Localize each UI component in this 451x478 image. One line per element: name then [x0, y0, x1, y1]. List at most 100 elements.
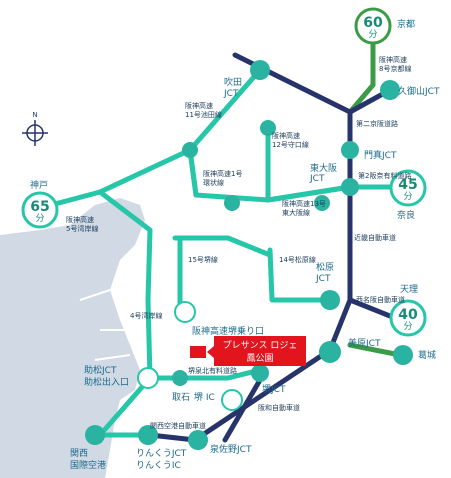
- label-kanku-road: 関西空港自動車道: [150, 421, 206, 430]
- label-kinki: 近畿自動車道: [354, 233, 396, 242]
- green-routes: [347, 35, 403, 358]
- label-wangan4: 4号湾岸線: [130, 311, 162, 320]
- node-kansai: [85, 425, 105, 445]
- label-nara: 奈良: [397, 209, 415, 221]
- label-sakai-line: 15号堺線: [188, 255, 218, 264]
- label-sakai-ic: 堺 IC: [194, 391, 215, 403]
- junction-nodes: [85, 60, 413, 450]
- node-toishi: [172, 370, 188, 386]
- label-kansai-1: 関西: [70, 448, 88, 459]
- route-wangan: [97, 189, 153, 438]
- node-kanjo-e: [314, 195, 330, 211]
- label-sakai-noriba: 阪神高速堺乗り口: [192, 325, 264, 337]
- label-wangan-1: 阪神高速: [66, 215, 94, 224]
- node-katsuragi: [393, 345, 413, 365]
- label-higashiosaka-jct-2: JCT: [309, 174, 325, 184]
- node-kanjo-w: [224, 195, 240, 211]
- label-kadoma: 門真JCT: [364, 149, 397, 161]
- node-matsubara: [320, 290, 340, 310]
- label-nishimeihan: 西名阪自動車道: [356, 295, 405, 304]
- label-sukematsu-2: 助松出入口: [84, 376, 129, 388]
- label-mihara: 美原JCT: [348, 337, 381, 349]
- label-second-hanna: 第2阪奈有料道路: [358, 171, 411, 180]
- node-sukematsu: [137, 367, 159, 389]
- sea-coast-detail: [79, 289, 131, 361]
- label-matsubara-2: JCT: [315, 274, 331, 284]
- label-suita-1: 吹田: [224, 76, 242, 88]
- node-higashiosaka: [341, 178, 359, 196]
- label-wangan-2: 5号湾岸線: [66, 224, 98, 233]
- label-higashiosaka-line-1: 阪神高速13号: [282, 199, 326, 208]
- route-keiji-8: [347, 35, 376, 115]
- label-tenri: 天理: [400, 284, 418, 295]
- label-sakai-jct: 堺JCT: [262, 383, 286, 395]
- route-ring-connector: [172, 235, 273, 258]
- label-rinku-1: りんくうJCT: [136, 448, 187, 459]
- label-kyoto: 京都: [397, 18, 415, 30]
- route-meishin: [37, 67, 263, 211]
- time-nara-value: 45: [398, 177, 417, 193]
- label-kansai-2: 国際空港: [70, 459, 106, 471]
- route-mihara-katsuragi: [347, 342, 403, 358]
- time-circle-kyoto: 60 分: [354, 7, 392, 45]
- destination-name-1: プレサンス ロジェ: [223, 340, 298, 351]
- label-kanjo-2: 環状線: [203, 178, 224, 187]
- label-izumisano: 泉佐野JCT: [210, 443, 252, 455]
- time-circle-nara: 45 分: [389, 169, 427, 207]
- label-higashiosaka-jct-1: 東大阪: [310, 162, 337, 174]
- time-circle-kobe: 65 分: [21, 191, 59, 229]
- label-second-keihan: 第二京阪道路: [356, 119, 398, 128]
- label-suita-2: JCT: [223, 89, 239, 99]
- route-hanwa: [147, 347, 333, 443]
- time-kyoto-unit: 分: [368, 29, 377, 40]
- compass: N: [22, 111, 48, 146]
- label-matsubara-1: 松原: [316, 261, 334, 273]
- node-kumiyama: [380, 80, 400, 100]
- label-kumiyama: 久御山JCT: [398, 85, 440, 97]
- time-kobe-unit: 分: [35, 213, 44, 224]
- navy-routes: [147, 52, 403, 443]
- node-mihara: [319, 341, 341, 363]
- time-tenri-unit: 分: [403, 321, 412, 332]
- label-route8-1: 阪神高速: [379, 55, 407, 64]
- node-ikeda: [182, 142, 198, 158]
- time-tenri-value: 40: [398, 307, 418, 323]
- label-kanjo-1: 阪神高速1号: [203, 169, 242, 178]
- time-circle-tenri: 40 分: [389, 299, 427, 337]
- label-katsuragi: 葛城: [418, 349, 436, 361]
- route-matsubara: [267, 247, 333, 303]
- node-izumisano: [188, 430, 208, 450]
- time-kyoto-value: 60: [363, 15, 383, 31]
- destination-pointer: [207, 346, 214, 358]
- sea-area: [0, 198, 145, 478]
- node-sakai-ic: [221, 389, 243, 411]
- ic-nodes: [137, 301, 243, 411]
- label-kobe: 神戸: [30, 179, 48, 191]
- destination-badge: [214, 336, 306, 366]
- route-hanwa-south: [222, 377, 263, 443]
- compass-north: N: [32, 111, 37, 119]
- node-kadoma: [341, 141, 359, 159]
- label-ikeda-1: 阪神高速: [185, 101, 213, 110]
- label-higashiosaka-line-2: 東大阪線: [282, 208, 310, 217]
- label-route8-2: 8号京都線: [379, 64, 411, 73]
- destination-name-2: 鳳公園: [246, 353, 273, 364]
- time-nara-unit: 分: [403, 191, 412, 202]
- label-moriguchi-1: 阪神高速: [272, 131, 300, 140]
- node-moriguchi: [260, 120, 276, 136]
- time-kobe-value: 65: [30, 199, 49, 215]
- label-sukematsu-1: 助松JCT: [84, 364, 117, 376]
- label-ikeda-2: 11号池田線: [185, 110, 222, 119]
- label-moriguchi-2: 12号守口線: [272, 140, 309, 149]
- node-rinku: [138, 425, 158, 445]
- label-matsubara-line: 14号松原線: [279, 255, 316, 264]
- label-toishi: 取石: [172, 392, 190, 403]
- label-rinku-2: りんくうIC: [136, 460, 181, 471]
- node-sakai-jct: [251, 364, 269, 382]
- node-sakai-noriba: [174, 301, 196, 323]
- label-hanwa-exp: 阪和自動車道: [258, 403, 300, 412]
- label-sakai-kita: 堺泉北有料道路: [188, 366, 237, 375]
- destination-marker: [190, 346, 206, 358]
